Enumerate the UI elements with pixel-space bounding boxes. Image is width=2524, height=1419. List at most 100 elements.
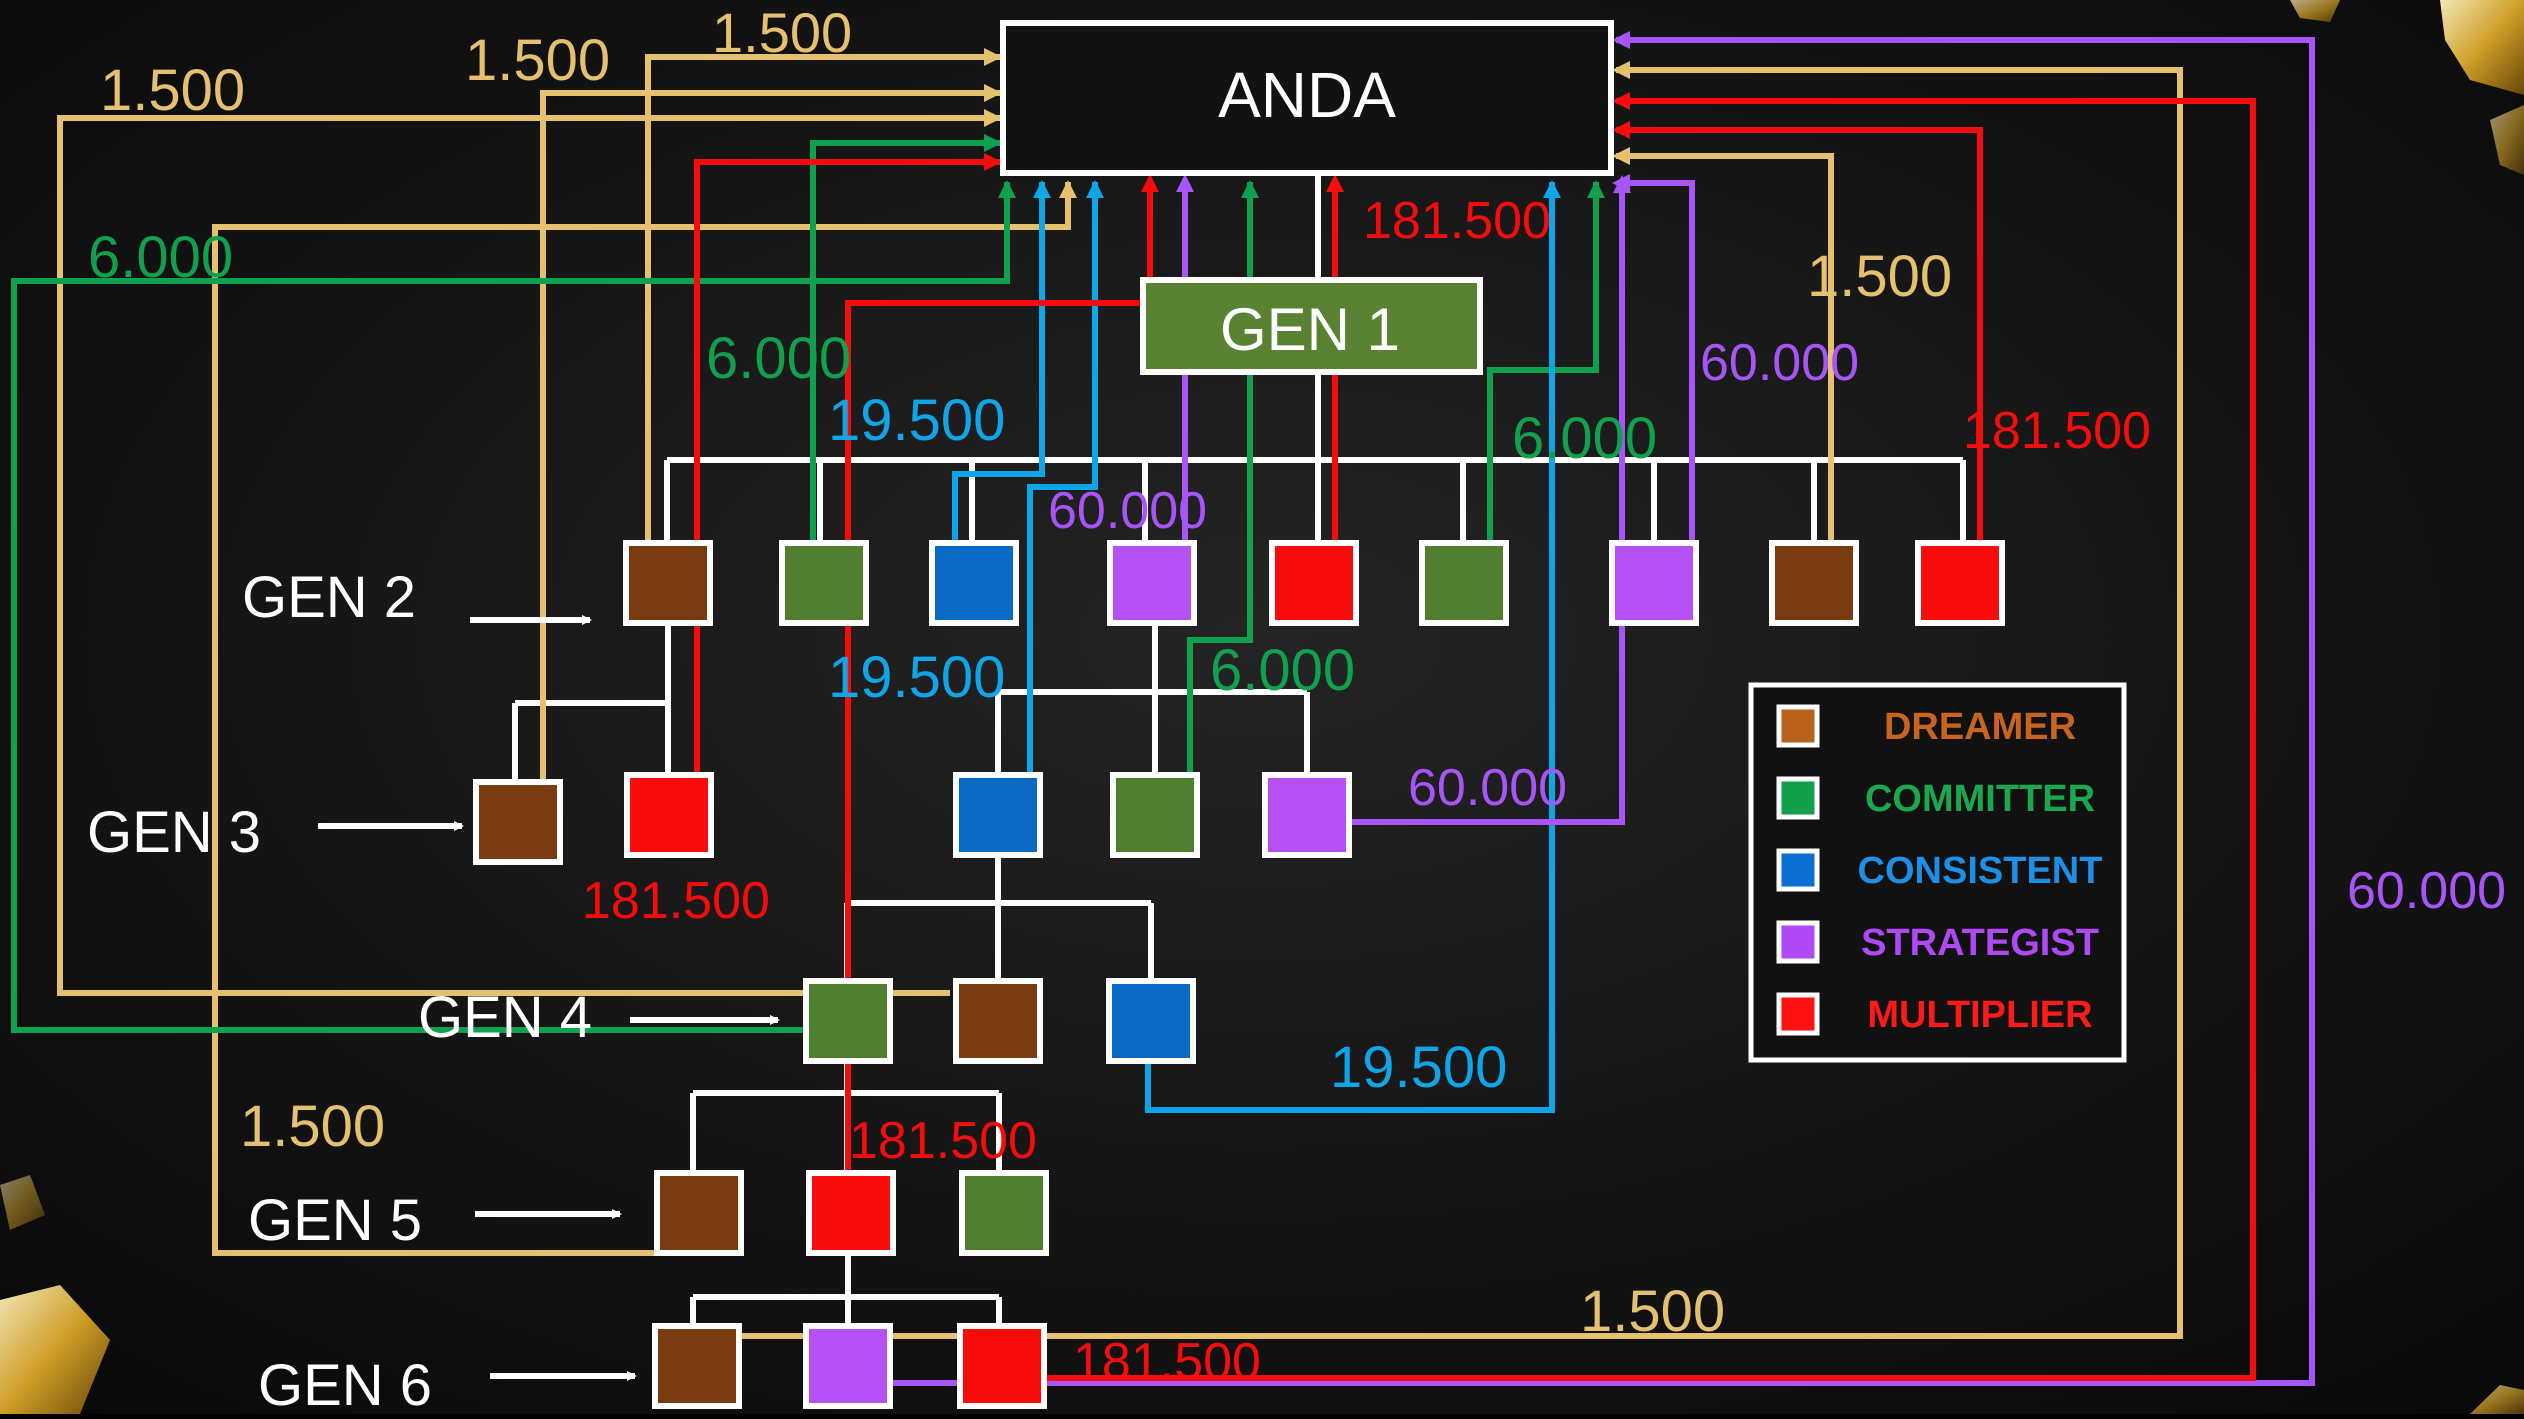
value-flow-line bbox=[1487, 182, 1599, 543]
dreamer-member-box bbox=[652, 1323, 742, 1409]
value-flow-line bbox=[212, 182, 1071, 1256]
gen-label: GEN 6 bbox=[258, 1353, 432, 1414]
committer-value-label: 6.000 bbox=[88, 225, 233, 290]
multiplier-member-box bbox=[1915, 540, 2005, 626]
arrowhead bbox=[984, 109, 1002, 127]
consistent-member-box bbox=[929, 540, 1019, 626]
arrowhead bbox=[1326, 174, 1344, 192]
strategist-value-label: 60.000 bbox=[1408, 759, 1567, 817]
dreamer-member-box bbox=[473, 779, 563, 865]
value-flow-line bbox=[742, 67, 2183, 1339]
legend-swatch bbox=[1776, 704, 1820, 748]
committer-member-box bbox=[1110, 772, 1200, 858]
value-flow-line bbox=[1145, 182, 1555, 1113]
legend-label: CONSISTENT bbox=[1858, 850, 2103, 892]
arrowhead bbox=[1612, 61, 1630, 79]
dreamer-member-box bbox=[953, 978, 1043, 1064]
dreamer-value-label: 1.500 bbox=[712, 1, 852, 64]
committer-member-box bbox=[1419, 540, 1509, 626]
strategist-value-label: 60.000 bbox=[1048, 482, 1207, 540]
value-flow-line bbox=[1616, 153, 1834, 543]
multiplier-member-box bbox=[1269, 540, 1359, 626]
value-flow-line bbox=[1187, 182, 1253, 780]
gen-label: GEN 2 bbox=[242, 565, 416, 630]
gen-label: GEN 5 bbox=[248, 1188, 422, 1253]
legend-swatch bbox=[1776, 776, 1820, 820]
arrowhead bbox=[998, 180, 1016, 198]
gen1-label: GEN 1 bbox=[1220, 296, 1400, 363]
multiplier-member-box bbox=[957, 1323, 1047, 1409]
multiplier-value-label: 181.500 bbox=[849, 1112, 1037, 1170]
legend-label: COMMITTER bbox=[1865, 778, 2095, 820]
arrowhead bbox=[984, 84, 1002, 102]
arrowhead bbox=[984, 48, 1002, 66]
arrowhead bbox=[1612, 147, 1630, 165]
value-flow-line bbox=[845, 182, 1153, 1172]
arrowhead bbox=[1612, 174, 1630, 192]
multiplier-value-label: 181.500 bbox=[582, 872, 770, 930]
dreamer-value-label: 1.500 bbox=[465, 28, 610, 93]
gold-crystal-decoration-bottom-left bbox=[0, 1175, 110, 1414]
strategist-member-box bbox=[803, 1323, 893, 1409]
value-flow-line bbox=[11, 182, 1010, 1033]
arrowhead bbox=[1033, 180, 1051, 198]
legend-label: DREAMER bbox=[1884, 706, 2076, 748]
multiplier-value-label: 181.500 bbox=[1963, 402, 2151, 460]
value-flow-line bbox=[1616, 127, 1983, 543]
gen-label: GEN 3 bbox=[87, 800, 261, 865]
legend-swatch bbox=[1776, 920, 1820, 964]
legend-label: MULTIPLIER bbox=[1867, 994, 2092, 1036]
committer-member-box bbox=[779, 540, 869, 626]
arrowhead bbox=[1612, 92, 1630, 110]
legend-swatch bbox=[1776, 848, 1820, 892]
legend: DREAMER COMMITTER CONSISTENT STRATEGIST MULT… bbox=[1748, 682, 2127, 1063]
anda-title: ANDA bbox=[1218, 59, 1396, 131]
dreamer-value-label: 1.500 bbox=[240, 1094, 385, 1159]
anda-root-node: ANDA bbox=[1000, 20, 1614, 176]
dreamer-value-label: 1.500 bbox=[1580, 1279, 1725, 1344]
committer-value-label: 6.000 bbox=[1210, 638, 1355, 703]
dreamer-member-box bbox=[623, 540, 713, 626]
consistent-member-box bbox=[953, 772, 1043, 858]
value-flow-lines bbox=[11, 31, 2315, 1386]
multiplier-value-label: 181.500 bbox=[1073, 1333, 1261, 1391]
arrowhead bbox=[1141, 174, 1159, 192]
value-flow-line bbox=[540, 90, 1000, 780]
labels: GEN 2 GEN 3 GEN 4 GEN 5 GEN 6 1.500 1.500 1.500… bbox=[87, 1, 2506, 1418]
strategist-member-box bbox=[1262, 772, 1352, 858]
arrowhead bbox=[1587, 180, 1605, 198]
arrowhead bbox=[1543, 180, 1561, 198]
committer-value-label: 6.000 bbox=[1512, 406, 1657, 471]
legend-label: STRATEGIST bbox=[1861, 922, 2099, 964]
arrowhead bbox=[1059, 180, 1077, 198]
strategist-value-label: 60.000 bbox=[1700, 334, 1859, 392]
dreamer-member-box bbox=[1769, 540, 1859, 626]
consistent-member-box bbox=[1106, 978, 1196, 1064]
value-flow-line bbox=[1030, 98, 2256, 1381]
committer-value-label: 6.000 bbox=[706, 326, 851, 391]
value-flow-line bbox=[57, 115, 1000, 996]
value-flow-line bbox=[1625, 180, 1695, 543]
arrowhead bbox=[984, 153, 1002, 171]
multiplier-member-box bbox=[624, 772, 714, 858]
dreamer-value-label: 1.500 bbox=[100, 58, 245, 123]
member-boxes bbox=[473, 540, 2005, 1409]
arrowhead bbox=[1612, 121, 1630, 139]
consistent-value-label: 19.500 bbox=[828, 388, 1005, 453]
gold-crystal-decoration-top-right bbox=[2290, 0, 2524, 175]
gen-label: GEN 4 bbox=[418, 985, 592, 1050]
arrowhead bbox=[1612, 31, 1630, 49]
dreamer-member-box bbox=[654, 1170, 744, 1256]
gold-crystal-decoration-bottom-right bbox=[2470, 1385, 2524, 1414]
legend-swatch bbox=[1776, 992, 1820, 1036]
arrowhead bbox=[1086, 180, 1104, 198]
consistent-value-label: 19.500 bbox=[1330, 1035, 1507, 1100]
multiplier-member-box bbox=[806, 1170, 896, 1256]
committer-member-box bbox=[803, 978, 893, 1064]
strategist-member-box bbox=[1609, 540, 1699, 626]
committer-member-box bbox=[959, 1170, 1049, 1256]
value-flow-line bbox=[1027, 182, 1098, 780]
gen1-node: GEN 1 bbox=[1140, 277, 1483, 375]
